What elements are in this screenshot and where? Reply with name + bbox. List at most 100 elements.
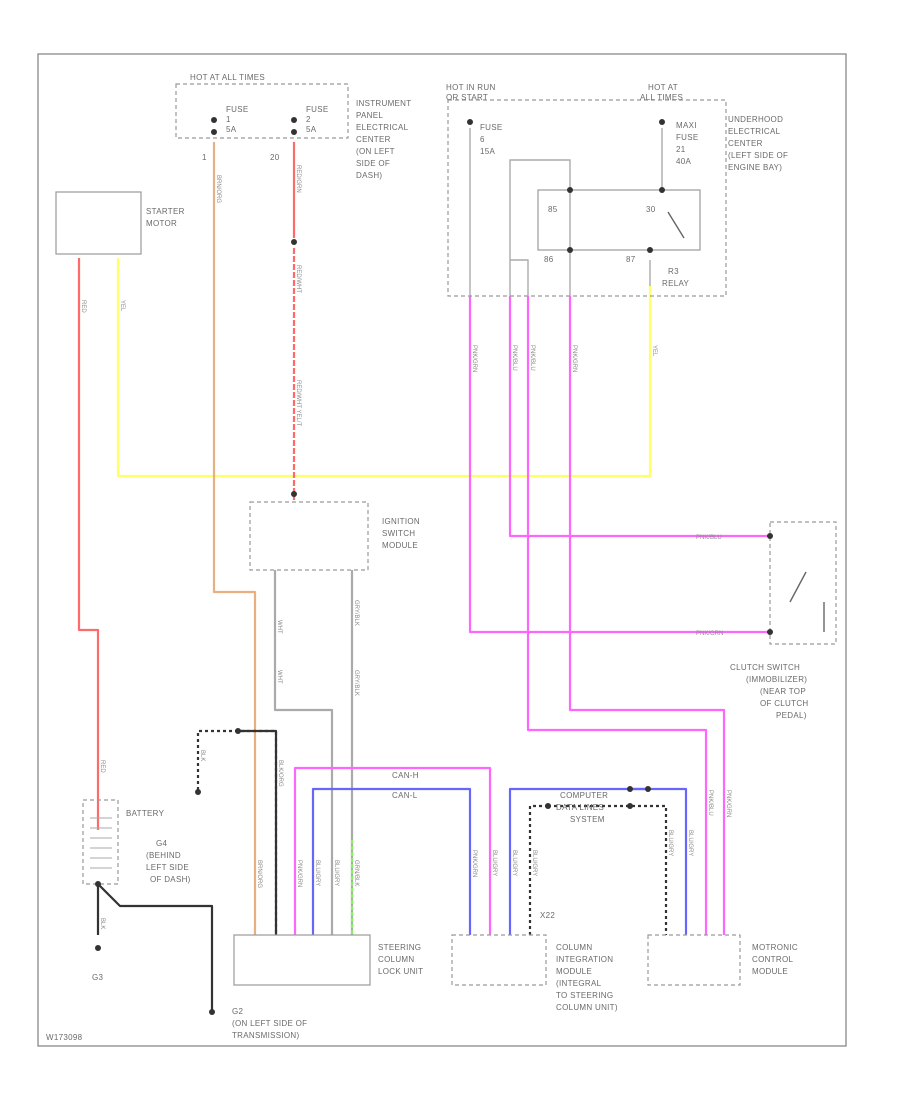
wire-blue-canl — [311, 787, 472, 935]
label-g4-4: OF DASH) — [150, 875, 191, 884]
label-cim-5: TO STEERING — [556, 991, 613, 1000]
wire-code: PNK/BLU — [707, 790, 713, 816]
label-relay-85: 85 — [548, 205, 558, 214]
label-fuse-6-a: FUSE — [480, 123, 503, 132]
wire-code: RED/WHT — [295, 265, 301, 293]
wire-code: RED/WHT YEL/T — [295, 380, 301, 426]
label-hot-at-all-times-r1: HOT AT — [648, 83, 678, 92]
label-ipec-6: SIDE OF — [356, 159, 390, 168]
label-cim-1: COLUMN — [556, 943, 592, 952]
wire-pink-uec-3 — [526, 296, 708, 935]
motronic-control-module-box — [647, 934, 741, 986]
label-fuse-2-a: FUSE — [306, 105, 329, 114]
label-sclu-3: LOCK UNIT — [378, 967, 423, 976]
label-hot-at-all-times-r2: ALL TIMES — [640, 93, 683, 102]
label-pin-1: 1 — [202, 153, 207, 162]
wire-yellow-starter-relay — [116, 258, 652, 478]
wire-code: BLU/GRY — [511, 850, 517, 876]
battery-cells — [90, 817, 112, 869]
wire-pink-uec-2 — [508, 296, 770, 538]
wire-blue-cdls-3 — [548, 804, 668, 935]
label-ism-3: MODULE — [382, 541, 418, 550]
wire-code: BLU/GRY — [314, 860, 320, 886]
label-starter-1: STARTER — [146, 207, 185, 216]
label-hot-at-all-times-left: HOT AT ALL TIMES — [190, 73, 265, 82]
column-integration-module-box — [451, 934, 547, 986]
label-ipec-7: DASH) — [356, 171, 382, 180]
label-cim-4: (INTEGRAL — [556, 979, 602, 988]
label-hot-in-run-2: OR START — [446, 93, 488, 102]
label-can-l: CAN-L — [392, 791, 418, 800]
wire-code: PNK/GRN — [471, 850, 477, 877]
wire-blue-cdls-1 — [508, 787, 648, 935]
label-hot-in-run-1: HOT IN RUN — [446, 83, 496, 92]
label-maxi-4: 40A — [676, 157, 691, 166]
wire-code: PNK/GRN — [571, 345, 577, 372]
label-clutch-4: OF CLUTCH — [760, 699, 808, 708]
wire-code: BLU/GRY — [491, 850, 497, 876]
label-fuse-2-c: 5A — [306, 125, 317, 134]
label-cdls-2: DATA LINES — [556, 803, 604, 812]
starter-motor-box — [55, 191, 142, 255]
label-cdls-1: COMPUTER — [560, 791, 608, 800]
label-uec-1: UNDERHOOD — [728, 115, 783, 124]
label-fuse-6-c: 15A — [480, 147, 495, 156]
wire-code: PNK/GRN — [696, 631, 723, 637]
label-relay-86: 86 — [544, 255, 554, 264]
label-g2-3: TRANSMISSION) — [232, 1031, 299, 1040]
label-battery: BATTERY — [126, 809, 165, 818]
label-relay-name-1: R3 — [668, 267, 679, 276]
label-g2-2: (ON LEFT SIDE OF — [232, 1019, 307, 1028]
label-ism-1: IGNITION — [382, 517, 420, 526]
label-g4-3: LEFT SIDE — [146, 863, 189, 872]
battery-box — [82, 799, 119, 885]
diagram-frame — [37, 53, 847, 1047]
label-clutch-3: (NEAR TOP — [760, 687, 806, 696]
wire-code: PNK/BLU — [696, 535, 722, 541]
label-motronic-2: CONTROL — [752, 955, 793, 964]
wire-black-g4 — [196, 729, 278, 935]
label-uec-4: (LEFT SIDE OF — [728, 151, 788, 160]
wire-code: PNK/BLU — [529, 345, 535, 371]
wire-code: PNK/GRN — [471, 345, 477, 372]
wire-blue-cdls-4 — [528, 804, 548, 935]
label-cim-6: COLUMN UNIT) — [556, 1003, 618, 1012]
label-sclu-1: STEERING — [378, 943, 421, 952]
wire-pink-uec-1 — [468, 296, 770, 634]
wire-red-starter-battery — [77, 258, 100, 830]
label-ipec-2: PANEL — [356, 111, 383, 120]
label-cim-3: MODULE — [556, 967, 592, 976]
component-labels: HOT AT ALL TIMES FUSE 1 5A FUSE 2 5A 1 2… — [46, 73, 808, 1042]
wire-blue-cdls-2 — [630, 787, 688, 935]
label-pin-20: 20 — [270, 153, 280, 162]
wire-code: RED — [99, 760, 105, 773]
label-uec-2: ELECTRICAL — [728, 127, 781, 136]
wires — [77, 128, 770, 1010]
wire-code: RED/GRN — [295, 165, 301, 193]
label-g4-2: (BEHIND — [146, 851, 181, 860]
wire-code: GRY/BLK — [353, 600, 359, 626]
wire-code: GRN/BLK — [353, 860, 359, 886]
connector-dots — [95, 117, 773, 1015]
label-motronic-1: MOTRONIC — [752, 943, 798, 952]
wire-code: BLK — [99, 918, 105, 929]
ignition-switch-module-box — [249, 501, 369, 571]
label-x22: X22 — [540, 911, 555, 920]
wire-code: YEL — [651, 345, 657, 357]
label-ipec-5: (ON LEFT — [356, 147, 395, 156]
label-relay-30: 30 — [646, 205, 656, 214]
label-ipec-4: CENTER — [356, 135, 391, 144]
wire-orange-fuse1 — [212, 142, 257, 935]
wire-code: BLU/GRY — [667, 830, 673, 856]
relay-box — [537, 189, 701, 251]
label-fuse-1-a: FUSE — [226, 105, 249, 114]
wire-code: BLU/GRY — [333, 860, 339, 886]
wire-code-labels: RED YEL BRN/ORG RED/GRN RED/WHT RED/WHT … — [80, 165, 731, 929]
label-cdls-3: SYSTEM — [570, 815, 605, 824]
uec-box — [447, 99, 727, 297]
wire-black-g4-solid — [238, 729, 278, 935]
wire-code: WHT — [276, 670, 282, 684]
wire-code: YEL — [119, 300, 125, 312]
steering-column-lock-unit-box — [233, 934, 371, 986]
